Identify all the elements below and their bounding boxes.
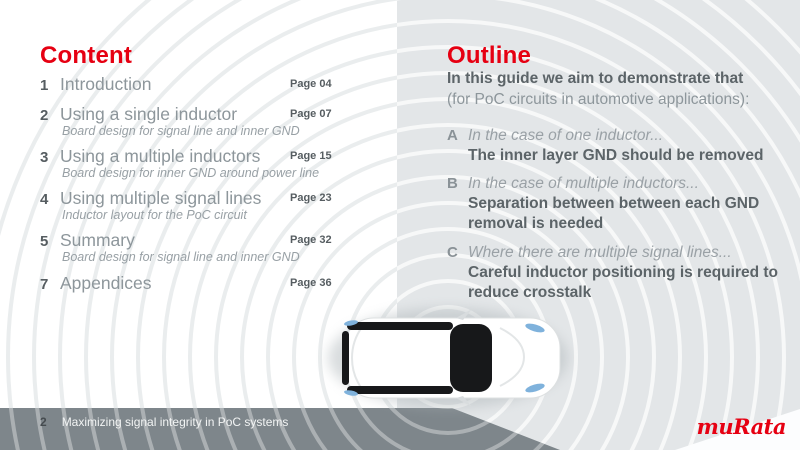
toc-number: 3: [40, 149, 49, 166]
toc-title: Summary: [60, 230, 135, 250]
footer-title: Maximizing signal integrity in PoC syste…: [61, 415, 289, 429]
toc-number: 7: [40, 276, 49, 293]
toc-item-multiple-inductors[interactable]: 3 Using a multiple inductors Page 15 Boar…: [40, 146, 385, 186]
toc-subtitle: Board design for signal line and inner G…: [62, 250, 300, 264]
outline-intro: In this guide we aim to demonstrate that…: [447, 68, 777, 110]
toc-title: Introduction: [60, 74, 152, 94]
toc-item-multiple-signal-lines[interactable]: 4 Using multiple signal lines Page 23 Ind…: [40, 188, 385, 228]
toc-title: Appendices: [60, 273, 152, 293]
toc-page-label: Page 23: [290, 192, 332, 204]
outline-heading: Outline: [447, 42, 532, 69]
content-heading: Content: [40, 42, 133, 69]
outline-point-c: C Where there are multiple signal lines.…: [447, 243, 792, 303]
footer-bar: [0, 408, 560, 450]
toc-item-single-inductor[interactable]: 2 Using a single inductor Page 07 Board d…: [40, 104, 385, 144]
point-statement: Careful inductor positioning is required…: [468, 264, 779, 301]
toc-page-label: Page 15: [290, 150, 332, 162]
toc-subtitle: Board design for signal line and inner G…: [62, 124, 300, 138]
toc-subtitle: Board design for inner GND around power …: [62, 166, 320, 180]
point-condition: In the case of multiple inductors...: [468, 175, 699, 192]
toc-item-introduction[interactable]: 1 Introduction Page 04: [40, 74, 385, 114]
outline-intro-regular: (for PoC circuits in automotive applicat…: [447, 91, 750, 108]
toc-page-label: Page 07: [290, 108, 332, 120]
point-condition: Where there are multiple signal lines...: [468, 244, 732, 261]
toc-page-label: Page 32: [290, 234, 332, 246]
toc-number: 4: [40, 191, 49, 208]
toc-subtitle: Inductor layout for the PoC circuit: [62, 208, 247, 222]
outline-intro-bold: In this guide we aim to demonstrate that: [447, 70, 744, 87]
footer: 2 Maximizing signal integrity in PoC syst…: [40, 415, 288, 429]
toc-title: Using multiple signal lines: [60, 188, 262, 208]
toc-number: 5: [40, 233, 49, 250]
slide-number: 2: [40, 415, 47, 429]
point-statement: Separation between between each GND remo…: [468, 195, 760, 232]
car-top-view-illustration: [328, 308, 568, 408]
toc-number: 2: [40, 107, 49, 124]
point-letter: B: [447, 175, 458, 192]
murata-logo: muRata: [696, 414, 787, 439]
point-letter: C: [447, 244, 458, 261]
point-letter: A: [447, 127, 458, 144]
outline-point-a: A In the case of one inductor... The inn…: [447, 126, 792, 166]
toc-item-appendices[interactable]: 7 Appendices Page 36: [40, 273, 385, 313]
toc-page-label: Page 04: [290, 78, 332, 90]
toc-title: Using a single inductor: [60, 104, 238, 124]
toc-number: 1: [40, 77, 49, 94]
point-condition: In the case of one inductor...: [468, 127, 664, 144]
outline-point-b: B In the case of multiple inductors... S…: [447, 174, 792, 234]
toc-page-label: Page 36: [290, 277, 332, 289]
corner-wedge: [675, 409, 800, 450]
toc-item-summary[interactable]: 5 Summary Page 32 Board design for signal…: [40, 230, 385, 270]
toc-title: Using a multiple inductors: [60, 146, 261, 166]
point-statement: The inner layer GND should be removed: [468, 147, 764, 164]
